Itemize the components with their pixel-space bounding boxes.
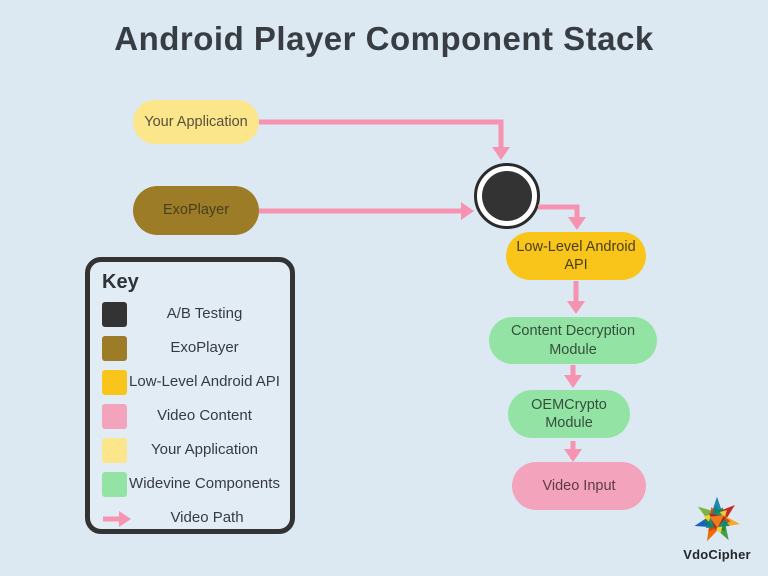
- legend-item-exoplayer: ExoPlayer: [102, 336, 282, 361]
- legend-item-low-level-api: Low-Level Android API: [102, 370, 282, 395]
- node-oemcrypto-module: OEMCrypto Module: [508, 390, 630, 438]
- legend-item-widevine: Widevine Components: [102, 472, 282, 497]
- node-content-decryption-module-label: Content Decryption Module: [510, 323, 636, 358]
- vdocipher-star-icon: [694, 496, 741, 542]
- arrow-ab-to-low-level: [538, 204, 586, 230]
- widevine-swatch: [102, 472, 127, 497]
- legend-item-label: Your Application: [150, 441, 259, 459]
- legend-item-video-content: Video Content: [102, 404, 282, 429]
- ab-testing-node-dot: [482, 171, 532, 221]
- vdocipher-logo: VdoCipher: [682, 494, 752, 562]
- legend-item-your-application: Your Application: [102, 438, 282, 463]
- vdocipher-logo-text: VdoCipher: [683, 547, 751, 562]
- node-video-input: Video Input: [512, 462, 646, 510]
- node-your-application-label: Your Application: [144, 113, 248, 130]
- node-video-input-label: Video Input: [542, 477, 616, 494]
- exoplayer-swatch: [102, 336, 127, 361]
- arrow-your-application-to-ab: [259, 119, 510, 160]
- node-your-application: Your Application: [133, 100, 259, 144]
- ab-testing-swatch: [102, 302, 127, 327]
- node-low-level-android-api-label: Low-Level Android API: [516, 238, 636, 273]
- legend-item-ab-testing: A/B Testing: [102, 302, 282, 327]
- page-title: Android Player Component Stack: [114, 20, 654, 57]
- ab-testing-node: [474, 163, 540, 229]
- legend-item-label: A/B Testing: [166, 305, 243, 323]
- legend-item-label: Widevine Components: [129, 475, 280, 493]
- legend-title: Key: [102, 271, 139, 293]
- legend-item-label: ExoPlayer: [170, 339, 239, 357]
- node-low-level-android-api: Low-Level Android API: [506, 232, 646, 280]
- your-application-swatch: [102, 438, 127, 463]
- video-content-swatch: [102, 404, 127, 429]
- low-level-api-swatch: [102, 370, 127, 395]
- legend-item-label: Video Content: [157, 407, 252, 425]
- legend-item-label: Video Path: [170, 509, 244, 527]
- node-exoplayer: ExoPlayer: [133, 186, 259, 235]
- legend-item-label: Low-Level Android API: [129, 373, 280, 391]
- node-oemcrypto-module-label: OEMCrypto Module: [531, 396, 607, 431]
- video-path-arrow-icon: [102, 506, 132, 531]
- legend: Key A/B Testing ExoPlayer Low-Level Andr…: [85, 257, 295, 534]
- node-content-decryption-module: Content Decryption Module: [489, 317, 657, 364]
- legend-item-video-path: Video Path: [102, 506, 282, 531]
- node-exoplayer-label: ExoPlayer: [162, 202, 230, 219]
